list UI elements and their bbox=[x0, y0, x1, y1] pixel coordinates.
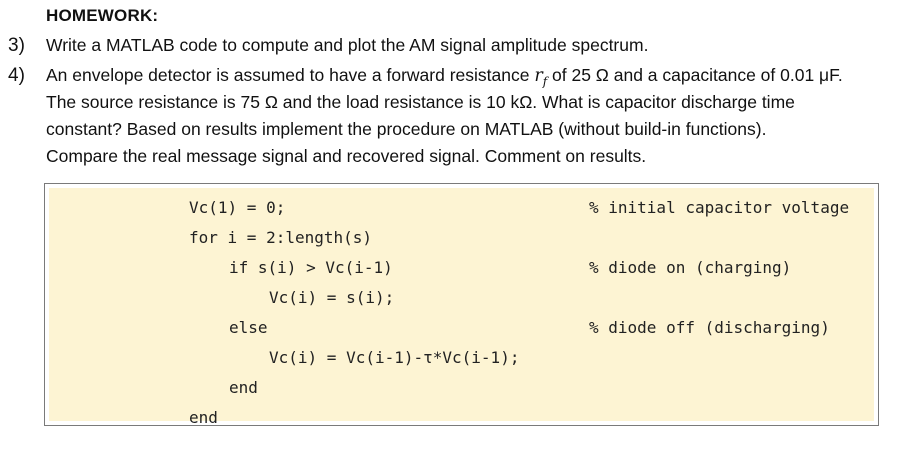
code-line-7: end bbox=[229, 378, 258, 397]
question-4-text: An envelope detector is assumed to have … bbox=[46, 62, 843, 170]
comment-initial-voltage: % initial capacitor voltage bbox=[589, 198, 850, 217]
question-4-line-1: An envelope detector is assumed to have … bbox=[46, 62, 843, 89]
code-line-8: end bbox=[189, 408, 218, 427]
question-3-text: Write a MATLAB code to compute and plot … bbox=[46, 35, 649, 55]
comment-diode-off: % diode off (discharging) bbox=[589, 318, 830, 337]
code-line-1: Vc(1) = 0; bbox=[189, 198, 286, 217]
code-line-2: for i = 2:length(s) bbox=[189, 228, 373, 247]
code-line-4: Vc(i) = s(i); bbox=[269, 288, 395, 307]
symbol-r: r bbox=[534, 66, 543, 86]
symbol-subscript-f: f bbox=[542, 74, 548, 89]
question-4-number: 4) bbox=[8, 65, 25, 86]
question-4-line-1-start: An envelope detector is assumed to have … bbox=[46, 65, 535, 85]
code-line-6: Vc(i) = Vc(i-1)-τ*Vc(i-1); bbox=[269, 348, 520, 367]
question-4-line-4: Compare the real message signal and reco… bbox=[46, 146, 647, 166]
question-3-number: 3) bbox=[8, 35, 25, 56]
comment-diode-on: % diode on (charging) bbox=[589, 258, 792, 277]
question-4-line-1-end: of 25 Ω and a capacitance of 0.01 μF. bbox=[547, 65, 843, 85]
code-block: Vc(1) = 0; % initial capacitor voltage f… bbox=[44, 183, 879, 427]
forward-resistance-symbol: rf bbox=[534, 66, 548, 89]
question-4-line-2: The source resistance is 75 Ω and the lo… bbox=[46, 92, 795, 112]
code-block-background: Vc(1) = 0; % initial capacitor voltage f… bbox=[49, 188, 874, 427]
question-4-line-3: constant? Based on results implement the… bbox=[46, 119, 767, 139]
code-line-3: if s(i) > Vc(i-1) bbox=[229, 258, 393, 277]
code-line-5: else bbox=[229, 318, 268, 337]
homework-heading: HOMEWORK: bbox=[46, 6, 159, 25]
